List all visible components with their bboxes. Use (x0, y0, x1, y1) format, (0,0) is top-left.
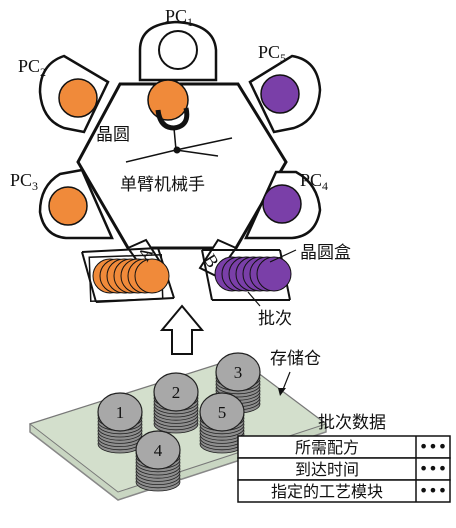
robot-arm-3 (175, 149, 219, 157)
lot-data-table (237, 435, 451, 503)
robot-label: 单臂机械手 (120, 175, 205, 195)
pc2-wafer (58, 78, 98, 118)
robot-arm-4 (173, 127, 177, 151)
purple-wafer-stack (214, 256, 292, 292)
pc2-label: PC2 (18, 56, 46, 79)
storage-stack-number: 1 (116, 403, 125, 422)
lot-row-recipe-value: ••• (419, 437, 447, 456)
pointer-wafer-box (269, 249, 297, 263)
lot-label: 批次 (258, 309, 292, 329)
pc4-label: PC4 (300, 170, 328, 193)
robot-arm-1 (175, 137, 233, 151)
storage-stack-number: 5 (218, 403, 227, 422)
lot-row-module: 指定的工艺模块 (271, 482, 383, 501)
storage-stack-5: 5 (199, 392, 245, 454)
robot-arm-2 (125, 149, 177, 163)
pc3-wafer (48, 186, 88, 226)
storage-stack-1: 1 (97, 392, 143, 454)
lot-row-module-value: ••• (419, 481, 447, 500)
storage-stack-number: 2 (172, 383, 181, 402)
pc3-label: PC3 (10, 170, 38, 193)
pc4-wafer (262, 184, 302, 224)
robot-held-wafer (147, 79, 189, 121)
robot-pivot (173, 146, 181, 154)
pc1-wafer (158, 30, 198, 70)
gray-stacks: 1 2 3 4 5 (97, 352, 261, 492)
pc1-label: PC1 (165, 6, 193, 29)
lot-row-arrival: 到达时间 (295, 460, 359, 479)
storage-stack-number: 4 (154, 441, 163, 460)
pointer-lot (247, 291, 261, 307)
storage-stack-number: 3 (234, 363, 243, 382)
lot-row-arrival-value: ••• (419, 459, 447, 478)
pc5-label: PC5 (258, 42, 286, 65)
storage-label: 存储仓 (270, 349, 321, 369)
pc5-wafer (260, 74, 300, 114)
purple-wafer (256, 256, 292, 292)
pointer-storage-head (278, 388, 286, 396)
storage-stack-4: 4 (135, 430, 181, 492)
lot-data-title: 批次数据 (318, 413, 386, 433)
orange-wafer (134, 258, 170, 294)
up-arrow (159, 304, 205, 355)
wafer-box-label: 晶圆盒 (300, 243, 351, 263)
orange-wafer-stack (92, 258, 170, 294)
storage-stack-2: 2 (153, 372, 199, 434)
wafer-label: 晶圆 (96, 125, 130, 145)
lot-row-recipe: 所需配方 (295, 438, 359, 457)
